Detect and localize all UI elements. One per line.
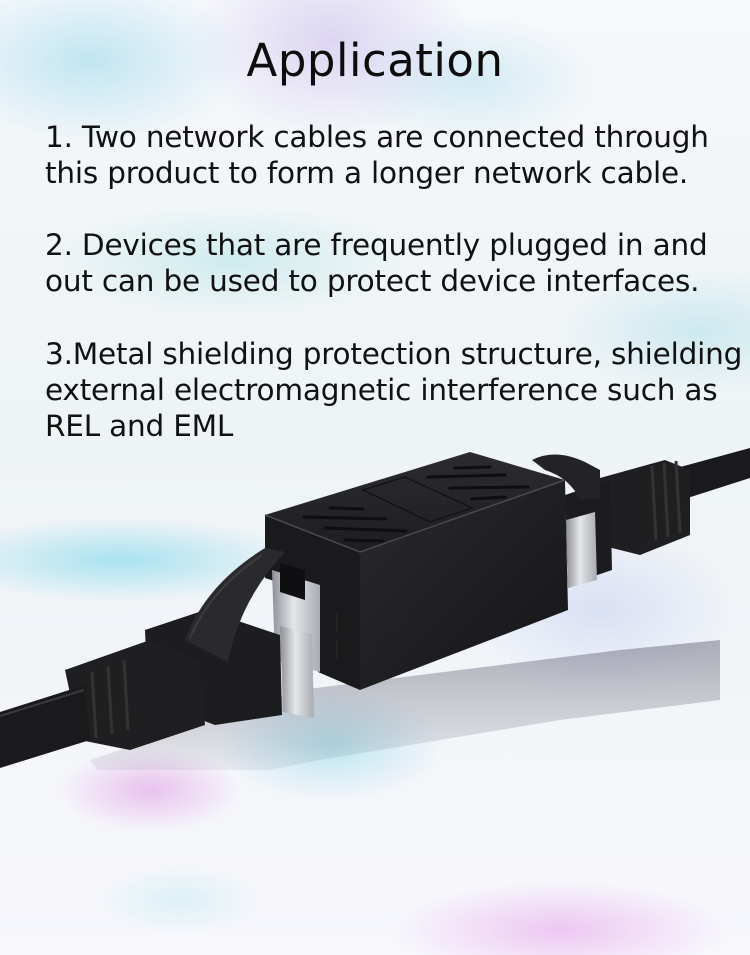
application-item-2: 2. Devices that are frequently plugged i… <box>45 228 708 298</box>
application-item-1: 1. Two network cables are connected thro… <box>45 120 709 190</box>
application-item-3: 3.Metal shielding protection structure, … <box>45 337 743 443</box>
drop-shadow <box>90 640 720 770</box>
coupler-body <box>264 452 568 690</box>
grip-lines-left <box>302 506 408 543</box>
right-ethernet-cable <box>532 448 750 588</box>
page-title: Application <box>246 34 504 87</box>
rj45-coupler-image <box>0 448 750 770</box>
left-ethernet-cable <box>0 640 205 768</box>
grip-lines-right <box>426 465 530 501</box>
